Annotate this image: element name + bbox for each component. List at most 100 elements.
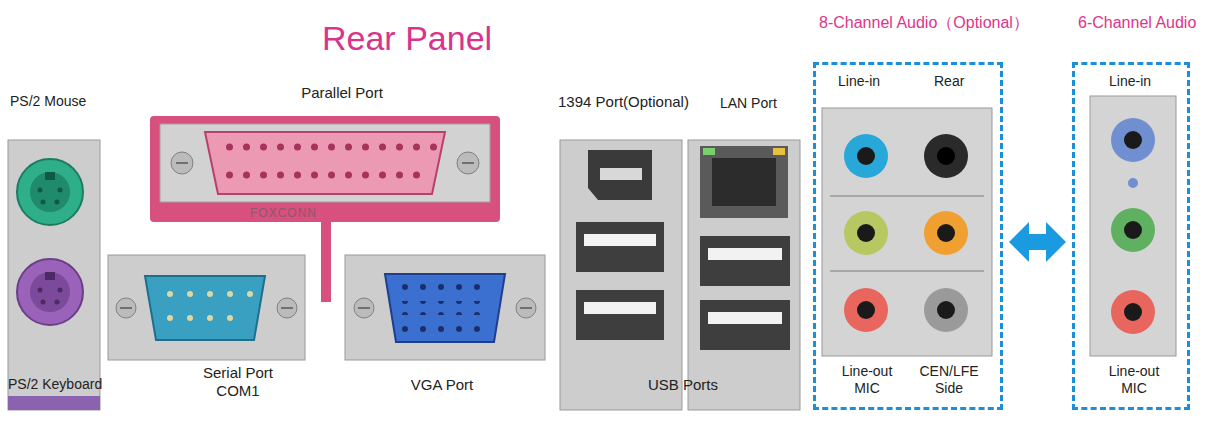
lan-usb-stack-part <box>700 236 790 286</box>
parallel-port-part <box>160 124 490 202</box>
parallel-port-part <box>205 132 445 194</box>
ps2-ports-part <box>58 188 63 193</box>
jack-label: Line-in <box>838 73 880 90</box>
lan-usb-stack <box>688 140 800 410</box>
audio-jacks-8ch <box>822 108 992 356</box>
audio-jacks-8ch-part <box>937 301 955 319</box>
vga-port-part <box>358 307 370 309</box>
jack-label: Line-out MIC <box>834 363 900 397</box>
audio-jacks-8ch-part <box>857 224 875 242</box>
ps2-ports-part <box>55 300 60 305</box>
lan-usb-stack-part <box>712 158 776 206</box>
title: Rear Panel <box>322 18 492 59</box>
audio-jacks-6ch-part <box>1090 96 1176 356</box>
port-label: Parallel Port <box>301 84 383 102</box>
vga-port-part <box>400 282 490 296</box>
swap-arrow <box>1029 234 1046 250</box>
vga-port-part <box>345 255 545 360</box>
vga-port-part <box>354 298 374 318</box>
audio-jacks-8ch-part <box>937 224 955 242</box>
jack-label: CEN/LFE Side <box>914 363 984 397</box>
lan-usb-stack-part <box>708 248 782 260</box>
serial-port-part <box>155 288 255 300</box>
ps2-ports-part <box>45 272 55 280</box>
port-label: PS/2 Keyboard <box>8 376 102 393</box>
lan-usb-stack-part <box>688 140 800 410</box>
audio-jacks-6ch-part <box>1111 208 1155 252</box>
audio-jacks-8ch-part <box>937 147 955 165</box>
serial-port-part <box>281 307 293 309</box>
ps2-ports-part <box>38 188 43 193</box>
audio-jacks-6ch-part <box>1111 290 1155 334</box>
port-label: PS/2 Mouse <box>10 93 86 110</box>
usb-1394-stack <box>560 140 682 410</box>
lan-usb-stack-part <box>700 300 790 350</box>
audio-jacks-6ch-part <box>1124 303 1142 321</box>
parallel-port-part <box>321 222 331 302</box>
audio-jacks-8ch-part <box>857 147 875 165</box>
audio-jacks-6ch-part <box>1128 178 1138 188</box>
lan-usb-stack-part <box>708 312 782 324</box>
ps2-ports-part <box>41 300 46 305</box>
audio-jacks-8ch-part <box>924 134 968 178</box>
ps2-ports-part <box>17 259 83 325</box>
serial-port-part <box>116 298 136 318</box>
vga-port <box>345 255 545 360</box>
group-heading: 6-Channel Audio <box>1078 13 1196 32</box>
audio-option-box: 8-Channel Audio（Optional）Line-inRearLine… <box>813 62 1003 410</box>
serial-port-part <box>165 312 245 324</box>
audio-jacks-8ch-part <box>844 211 888 255</box>
audio-jacks-8ch-part <box>857 301 875 319</box>
ps2-ports-part <box>38 288 43 293</box>
vga-port-part <box>385 274 505 342</box>
port-label: USB Ports <box>648 376 718 394</box>
ps2-ports-part <box>30 272 70 312</box>
ps2-ports-part <box>41 200 46 205</box>
vga-port-part <box>400 320 490 334</box>
port-label: LAN Port <box>720 95 777 112</box>
serial-port-part <box>277 298 297 318</box>
audio-jacks-8ch-part <box>822 108 992 356</box>
audio-jacks-8ch-part <box>924 288 968 332</box>
parallel-port-part <box>150 116 500 222</box>
audio-jacks-8ch-part <box>830 270 984 272</box>
parallel-port-part <box>216 141 437 155</box>
audio-jacks-6ch <box>1090 96 1176 356</box>
audio-jacks-8ch-part <box>830 195 984 197</box>
audio-jacks-8ch-part <box>844 134 888 178</box>
port-label: VGA Port <box>411 376 474 394</box>
usb-1394-stack-part <box>560 140 682 410</box>
lan-usb-stack-part <box>700 146 788 218</box>
ps2-ports-part <box>55 200 60 205</box>
serial-port <box>108 255 305 360</box>
audio-jacks-8ch-part <box>844 288 888 332</box>
port-label: Serial Port COM1 <box>192 364 284 400</box>
jack-label: Rear <box>934 73 964 90</box>
parallel-port-part <box>225 166 429 180</box>
ps2-ports-part <box>8 140 100 410</box>
ps2-ports-part <box>45 172 55 180</box>
jack-label: Line-out MIC <box>1099 363 1169 397</box>
serial-port-part <box>120 307 132 309</box>
lan-usb-stack-part <box>703 148 715 155</box>
port-label: 1394 Port(Optional) <box>558 93 689 111</box>
audio-jacks-6ch-part <box>1124 131 1142 149</box>
usb-1394-stack-part <box>600 168 642 180</box>
usb-1394-stack-part <box>576 222 664 272</box>
vga-port-part <box>520 307 532 309</box>
parallel-port-part <box>462 162 474 164</box>
usb-1394-stack-part <box>588 150 652 200</box>
group-heading: 8-Channel Audio（Optional） <box>819 13 1029 32</box>
audio-jacks-8ch-part <box>924 211 968 255</box>
audio-jacks-6ch-part <box>1124 221 1142 239</box>
vga-port-part <box>400 301 490 315</box>
ps2-ports-part <box>30 172 70 212</box>
parallel-port-part <box>176 162 188 164</box>
lan-usb-stack-part <box>773 148 785 155</box>
usb-1394-stack-part <box>584 302 656 314</box>
parallel-port-part <box>457 152 479 174</box>
ps2-ports-part <box>17 159 83 225</box>
